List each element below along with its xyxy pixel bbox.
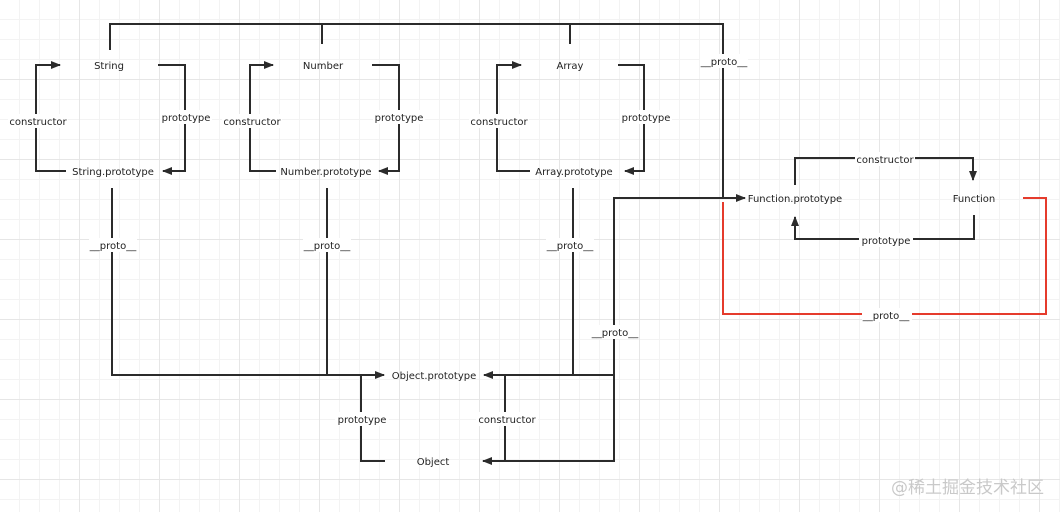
- edge-label-function-self-proto: __proto__: [862, 311, 910, 322]
- edge-label-object-prototype: prototype: [338, 415, 387, 426]
- edge-label-top-proto: __proto__: [700, 57, 748, 68]
- node-string: String: [94, 61, 124, 72]
- edge-label-array-prototype: prototype: [622, 113, 671, 124]
- node-array-prototype: Array.prototype: [535, 167, 612, 178]
- edge-label-string-constructor: constructor: [9, 117, 67, 128]
- edge-label-number-prototype: prototype: [375, 113, 424, 124]
- edge-label-string-proto: __proto__: [89, 241, 137, 252]
- edge-label-function-constructor: constructor: [856, 155, 914, 166]
- edge-label-array-proto: __proto__: [546, 241, 594, 252]
- edge-label-string-prototype: prototype: [162, 113, 211, 124]
- node-function-prototype: Function.prototype: [748, 194, 842, 205]
- array-proto-edge: [483, 188, 614, 379]
- node-string-prototype: String.prototype: [72, 167, 154, 178]
- string-proto-edge: [111, 188, 385, 379]
- node-number: Number: [303, 61, 344, 72]
- object-prototype-edge: [360, 375, 385, 462]
- object-proto-edge: [505, 375, 615, 462]
- node-number-prototype: Number.prototype: [280, 167, 371, 178]
- edge-label-array-constructor: constructor: [470, 117, 528, 128]
- edge-label-object-constructor: constructor: [478, 415, 536, 426]
- function-self-proto-edge: [722, 197, 1047, 315]
- node-object-prototype: Object.prototype: [392, 371, 476, 382]
- node-array: Array: [557, 61, 584, 72]
- node-object: Object: [417, 457, 450, 468]
- function-prototype-proto-edge: [613, 197, 745, 375]
- watermark: @稀土掘金技术社区: [891, 478, 1044, 498]
- edge-label-function-prototype-proto: __proto__: [591, 328, 639, 339]
- edge-label-number-constructor: constructor: [223, 117, 281, 128]
- edge-label-number-proto: __proto__: [303, 241, 351, 252]
- node-function: Function: [953, 194, 996, 205]
- edge-label-function-prototype: prototype: [862, 236, 911, 247]
